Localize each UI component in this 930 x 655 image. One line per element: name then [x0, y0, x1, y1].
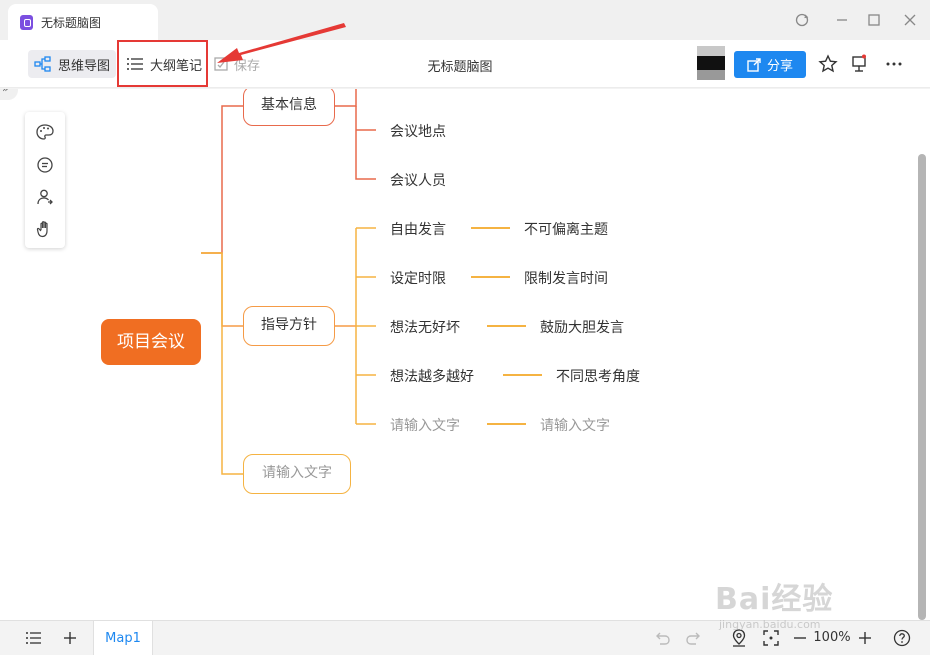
leaf-node[interactable]: 会议人员 [390, 173, 446, 189]
mindmap-icon [34, 56, 51, 72]
add-sheet-icon[interactable] [60, 628, 80, 648]
root-node[interactable]: 项目会议 [101, 319, 201, 365]
fit-screen-icon[interactable] [761, 628, 781, 648]
leaf-node[interactable]: 想法越多越好 [390, 369, 474, 385]
zoom-in-icon[interactable] [855, 628, 875, 648]
share-button[interactable]: 分享 [734, 51, 806, 78]
outline-notes-button[interactable]: 大纲笔记 [120, 50, 208, 78]
detail-node-placeholder[interactable]: 请输入文字 [540, 418, 610, 434]
sync-icon[interactable] [794, 12, 810, 28]
palette-icon[interactable] [35, 122, 55, 142]
side-toolbar [25, 112, 65, 248]
undo-icon[interactable] [652, 628, 672, 648]
leaf-node-placeholder[interactable]: 请输入文字 [390, 418, 460, 434]
star-icon[interactable] [818, 54, 838, 74]
branch-node-basic-info[interactable]: 基本信息 [243, 89, 335, 126]
detail-node[interactable]: 限制发言时间 [524, 271, 608, 287]
mindmap-view-button[interactable]: 思维导图 [28, 50, 117, 78]
outline-list-icon[interactable] [24, 628, 44, 648]
title-bar: 无标题脑图 [0, 0, 930, 40]
zoom-level[interactable]: 100% [813, 630, 851, 645]
share-icon [747, 57, 761, 72]
tab-title: 无标题脑图 [41, 15, 102, 30]
leaf-node[interactable]: 想法无好坏 [390, 320, 460, 336]
mindmap-canvas[interactable]: 项目会议 基本信息 会议地点 会议人员 指导方针 自由发言 不可偏离主题 设定时… [0, 89, 930, 620]
minimize-icon[interactable] [834, 12, 850, 28]
present-icon[interactable] [849, 54, 869, 74]
user-assign-icon[interactable] [35, 187, 55, 207]
help-icon[interactable] [892, 628, 912, 648]
document-title[interactable]: 无标题脑图 [427, 60, 493, 75]
save-button[interactable]: 保存 [208, 50, 266, 78]
share-label: 分享 [766, 59, 793, 74]
app-logo-icon [20, 14, 33, 30]
list-icon [127, 58, 143, 70]
leaf-node[interactable]: 会议地点 [390, 124, 446, 140]
locate-icon[interactable] [729, 628, 749, 648]
branch-node-placeholder[interactable]: 请输入文字 [243, 454, 351, 494]
detail-node[interactable]: 不同思考角度 [556, 369, 640, 385]
document-tab[interactable]: 无标题脑图 [8, 4, 158, 40]
leaf-node[interactable]: 设定时限 [390, 271, 446, 287]
zoom-out-icon[interactable] [790, 628, 810, 648]
expand-panel-icon[interactable]: » [0, 89, 18, 100]
hand-pan-icon[interactable] [35, 219, 55, 239]
highlight-box [117, 40, 208, 87]
detail-node[interactable]: 鼓励大胆发言 [540, 320, 624, 336]
outline-notes-label: 大纲笔记 [150, 58, 203, 74]
connector-lines [201, 89, 542, 475]
save-label: 保存 [234, 58, 261, 74]
maximize-icon[interactable] [866, 12, 882, 28]
mindmap-view-label: 思维导图 [58, 58, 111, 74]
redo-icon[interactable] [684, 628, 704, 648]
vertical-scrollbar[interactable] [918, 154, 926, 620]
comment-icon[interactable] [35, 155, 55, 175]
leaf-node[interactable]: 自由发言 [390, 222, 446, 238]
branch-node-guidelines[interactable]: 指导方针 [243, 306, 335, 346]
more-icon[interactable] [884, 54, 904, 74]
sheet-tab-map1[interactable]: Map1 [93, 621, 153, 655]
save-icon [214, 57, 228, 71]
close-icon[interactable] [902, 12, 918, 28]
bottom-bar: Map1 100% [0, 620, 930, 655]
detail-node[interactable]: 不可偏离主题 [524, 222, 608, 238]
avatar[interactable] [697, 46, 725, 80]
